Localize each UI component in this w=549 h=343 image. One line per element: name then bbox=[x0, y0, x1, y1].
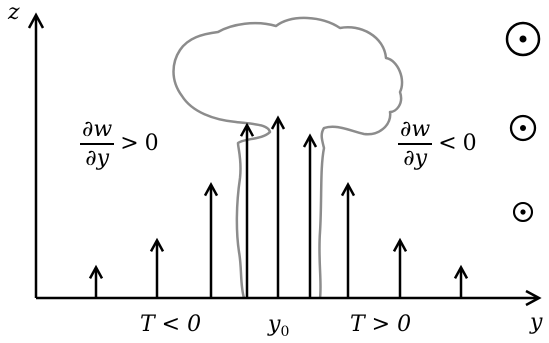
velocity-arrowhead-6 bbox=[302, 133, 318, 148]
right-gradient-value: 0 bbox=[462, 131, 477, 157]
velocity-vectors bbox=[88, 115, 469, 298]
z-axis-label: z bbox=[8, 0, 20, 25]
left-gradient-fraction: ∂w ∂y bbox=[80, 117, 115, 171]
velocity-arrowhead-1 bbox=[88, 264, 104, 279]
center-label-subscript: 0 bbox=[280, 324, 290, 340]
x-axis-arrowhead bbox=[525, 289, 542, 307]
left-gradient-bar bbox=[80, 143, 115, 145]
right-gradient-bar bbox=[398, 143, 433, 145]
right-gradient-denominator: ∂y bbox=[403, 145, 428, 171]
left-region-label: T < 0 bbox=[140, 312, 202, 337]
velocity-arrowhead-2 bbox=[149, 237, 165, 252]
right-gradient-numerator: ∂w bbox=[400, 117, 431, 142]
z-axis-arrowhead bbox=[27, 12, 45, 29]
velocity-arrowhead-5 bbox=[270, 115, 286, 130]
out-of-page-symbol-small bbox=[512, 201, 534, 223]
center-label: y0 bbox=[268, 312, 289, 340]
center-label-main: y bbox=[268, 312, 281, 337]
left-gradient-relation: > bbox=[120, 131, 139, 157]
out-of-page-symbol-medium bbox=[509, 114, 537, 142]
out-of-page-symbol-large bbox=[505, 21, 541, 57]
left-gradient-expression: ∂w ∂y > 0 bbox=[80, 118, 159, 170]
y-axis-label: y bbox=[530, 310, 543, 335]
left-gradient-value: 0 bbox=[144, 131, 159, 157]
velocity-arrowhead-4 bbox=[239, 122, 255, 137]
velocity-arrowhead-3 bbox=[203, 181, 219, 197]
left-gradient-denominator: ∂y bbox=[85, 145, 110, 171]
left-gradient-numerator: ∂w bbox=[82, 117, 113, 142]
right-gradient-relation: < bbox=[438, 131, 457, 157]
velocity-arrowhead-9 bbox=[453, 264, 469, 279]
cloud-outline bbox=[172, 16, 404, 299]
right-gradient-expression: ∂w ∂y < 0 bbox=[398, 118, 477, 170]
right-gradient-fraction: ∂w ∂y bbox=[398, 117, 433, 171]
velocity-arrowhead-7 bbox=[340, 181, 356, 197]
right-region-label: T > 0 bbox=[350, 312, 412, 337]
out-of-page-symbols bbox=[505, 21, 541, 223]
velocity-arrowhead-8 bbox=[392, 237, 408, 252]
